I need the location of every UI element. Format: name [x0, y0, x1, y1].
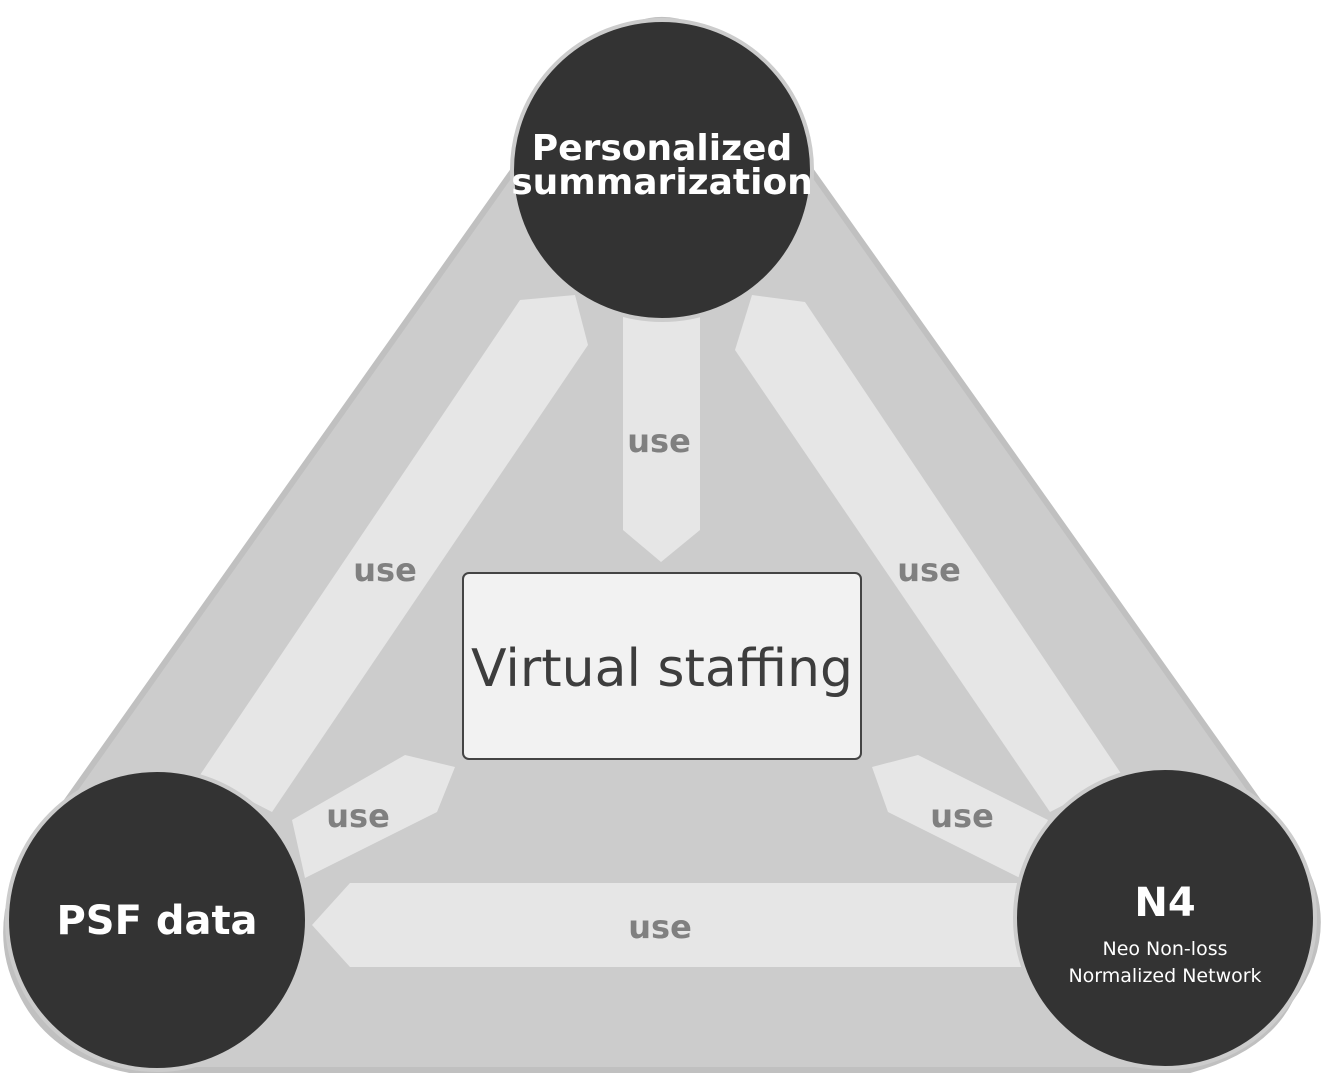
arrow-left-to-top: [200, 295, 588, 812]
edge-label-left-to-top: use: [353, 551, 417, 589]
node-right-sub1: Neo Non-loss: [1102, 938, 1227, 960]
node-psf-data: [5, 768, 309, 1072]
node-right-title: N4: [1134, 880, 1195, 926]
arrow-left-to-center: [292, 755, 455, 878]
edge-label-top-to-center: use: [627, 422, 691, 460]
node-personalized-summarization: [510, 18, 814, 322]
center-box: [462, 572, 862, 760]
arrow-top-to-center: [623, 315, 700, 562]
edge-label-right-to-center: use: [930, 797, 994, 835]
arrow-right-to-left: [312, 883, 1030, 967]
edge-label-right-to-left: use: [628, 908, 692, 946]
node-n4: [1013, 766, 1317, 1070]
node-top-line1: Personalized: [532, 128, 792, 169]
edge-label-right-to-top: use: [897, 551, 961, 589]
arrow-right-to-center: [872, 755, 1048, 878]
arrow-right-to-top: [735, 295, 1122, 812]
center-label: Virtual staffing: [471, 639, 853, 699]
node-top-line2: summarization: [511, 162, 813, 203]
edge-label-left-to-center: use: [326, 797, 390, 835]
node-right-sub2: Normalized Network: [1068, 965, 1261, 987]
node-left-title: PSF data: [56, 898, 257, 944]
